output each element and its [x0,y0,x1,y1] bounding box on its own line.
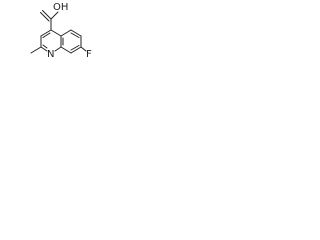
bond-c7-c8-inner [70,45,80,51]
bond-c4-c3 [40,29,52,37]
bond-c7-fluorine [80,46,87,52]
atom-label-carboxyl-oh: OH [53,2,68,13]
bonds [30,10,87,54]
bond-carbonyl-double-a [42,10,52,20]
bond-n1-c8a [54,46,62,52]
bond-c4-c3-inner [42,32,51,38]
bond-c5-c6-inner [70,32,80,38]
bond-c2-methyl [30,46,42,54]
atom-label-fluorine: F [86,49,92,60]
structure-diagram: OH N F [30,2,92,60]
bond-c7-c8 [70,46,82,54]
atom-label-ring-nitrogen: N [47,49,54,60]
bond-c5-c6 [70,29,82,37]
bond-c2-n1-b [42,44,48,49]
bond-c8-c8a [60,46,72,54]
bond-c2-n1-a [40,46,48,52]
bond-carboxyl-oh [50,11,59,20]
bond-carbonyl-double-b [40,12,50,22]
bond-c4a-c5 [60,29,72,37]
bond-c4-c4a [50,29,62,37]
